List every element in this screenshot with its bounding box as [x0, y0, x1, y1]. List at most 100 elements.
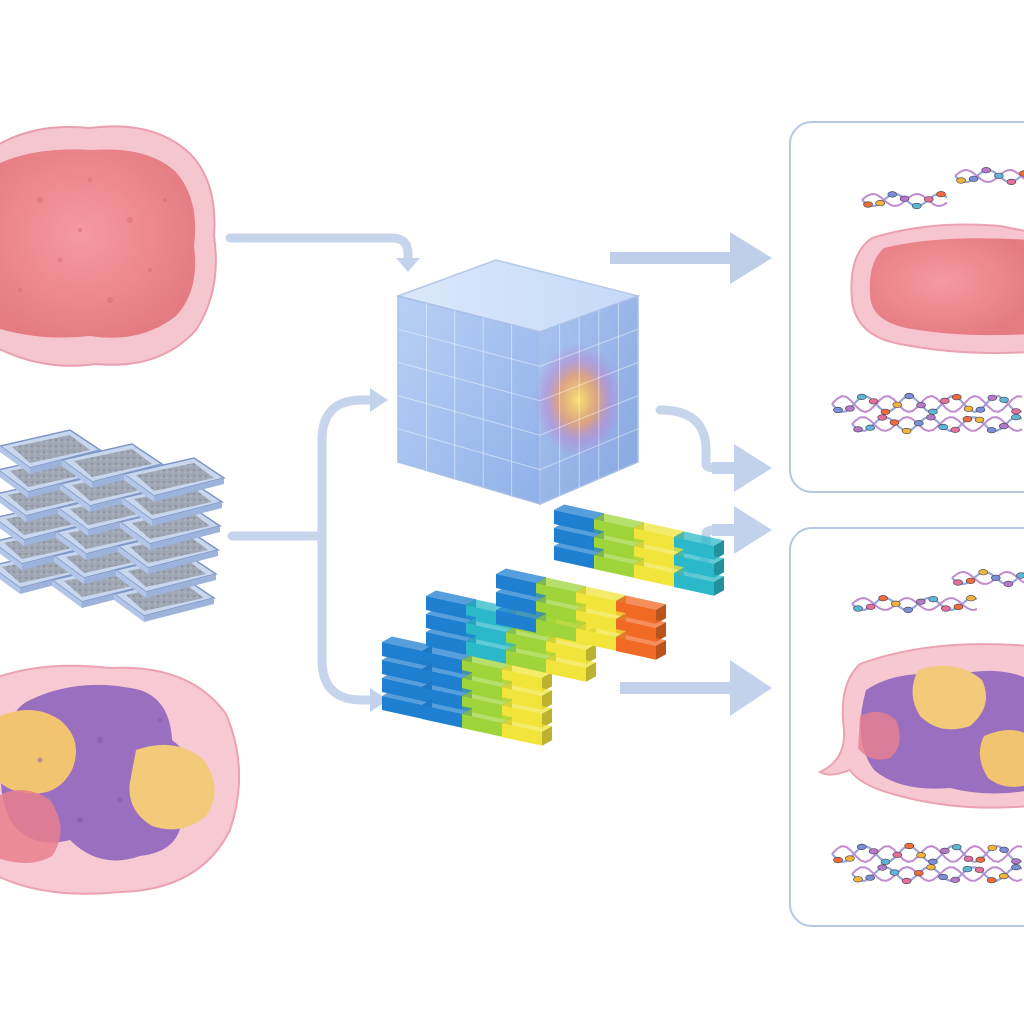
sequence-bead: [941, 605, 951, 612]
stained-tissue-section: [0, 664, 241, 895]
arrow-tissue-to-cube: [225, 233, 413, 267]
sequence-bead: [998, 872, 1009, 880]
sequence-strand: [851, 595, 978, 614]
sequence-strand: [861, 191, 948, 210]
arrowheads: [370, 258, 420, 712]
sequence-bead: [868, 398, 879, 405]
sequence-bead: [889, 869, 900, 876]
output-panel-top: [789, 121, 1024, 493]
arrow-split-down: [317, 531, 377, 705]
feature-bar-segment: [546, 653, 596, 682]
sequence-bead: [1011, 408, 1021, 415]
sequence-bead: [974, 416, 985, 423]
sequence-bead: [901, 427, 912, 435]
sequence-bead: [915, 598, 926, 605]
feature-bar-group: [382, 636, 552, 746]
sequence-bead: [998, 423, 1009, 430]
sequence-bead: [951, 843, 962, 851]
sequence-bead: [899, 195, 910, 202]
sequence-bead: [923, 196, 934, 203]
sequence-strand: [831, 842, 1023, 865]
sequence-bead: [903, 606, 914, 614]
feature-bar-segment: [616, 631, 666, 660]
sequence-bead: [853, 876, 863, 883]
sequence-bead: [845, 855, 855, 862]
sequence-bead: [1011, 858, 1021, 865]
feature-bar-group: [554, 504, 724, 596]
yellow-region-right: [129, 744, 215, 830]
sequence-bead: [880, 858, 891, 865]
slide-stack: [0, 429, 226, 622]
sequence-bead: [878, 595, 888, 602]
sequence-bead: [993, 172, 1004, 179]
sequence-bead: [875, 200, 886, 207]
sequence-bead: [962, 416, 973, 423]
feature-cube: [395, 259, 641, 506]
tissue-core: [0, 149, 196, 338]
sequence-bead: [978, 569, 989, 576]
sequence-bead: [987, 844, 998, 851]
sequence-bead: [963, 405, 974, 412]
sequence-bead: [950, 426, 961, 433]
sequence-bead: [865, 874, 876, 881]
sequence-bead: [904, 842, 915, 850]
arrowhead-down-right: [370, 688, 388, 712]
sequence-bead: [853, 426, 863, 433]
sequence-bead: [938, 873, 948, 881]
pink-region-lower: [0, 790, 61, 863]
slide-tile: [120, 481, 224, 526]
sequence-strand: [851, 863, 1023, 885]
sequence-bead: [981, 167, 992, 174]
sequence-bead: [1016, 572, 1024, 579]
sequence-bead: [990, 574, 1001, 581]
panel-bottom-yellow-b: [979, 730, 1024, 787]
panel-bottom-yellow-a: [912, 665, 986, 730]
sequence-bead: [928, 858, 938, 865]
feature-bar-group: [496, 568, 666, 660]
sequence-bead: [845, 405, 855, 412]
sequence-bead: [833, 856, 843, 864]
sequence-bead: [901, 877, 912, 885]
sequence-bead: [1003, 580, 1014, 588]
sequence-bead: [904, 392, 915, 400]
sequence-bead: [928, 408, 938, 415]
sequence-strand: [831, 392, 1023, 415]
sequence-bead: [911, 202, 922, 210]
yellow-region-left: [0, 710, 76, 794]
sequence-bead: [953, 603, 964, 611]
sequence-strand: [851, 414, 1023, 435]
he-tissue-section: [0, 125, 217, 367]
sequence-bead: [1011, 414, 1021, 421]
arrow-bars-to-panel: [712, 506, 772, 554]
sequence-bead: [889, 419, 900, 426]
slide-tile: [116, 529, 220, 574]
slide-tile: [122, 457, 226, 502]
sequence-bead: [916, 402, 926, 409]
sequence-bead: [916, 852, 926, 859]
sequence-bead: [926, 864, 936, 871]
sequence-bead: [865, 424, 876, 431]
sequence-bead: [963, 855, 974, 862]
arrowhead-up-right: [370, 388, 388, 412]
sequence-bead: [999, 846, 1009, 853]
feature-bar-segment: [502, 717, 552, 746]
sequence-bead: [892, 401, 903, 408]
sequence-bead: [1006, 178, 1017, 185]
sequence-strand: [954, 167, 1024, 185]
sequence-bead: [986, 427, 997, 434]
sequence-bead: [913, 870, 924, 877]
output-arrows: [610, 232, 772, 716]
sequence-bead: [890, 600, 901, 607]
sequence-bead: [880, 408, 891, 415]
stained-texture: [37, 718, 162, 823]
sequence-bead: [939, 847, 950, 855]
arrow-split-up: [317, 395, 377, 541]
panel-bottom-pink: [858, 711, 900, 760]
sequence-bead: [953, 579, 963, 586]
sequence-bead: [892, 851, 903, 858]
sequence-bead: [950, 876, 961, 883]
sequence-bead: [975, 406, 986, 413]
sequence-bead: [833, 406, 843, 414]
